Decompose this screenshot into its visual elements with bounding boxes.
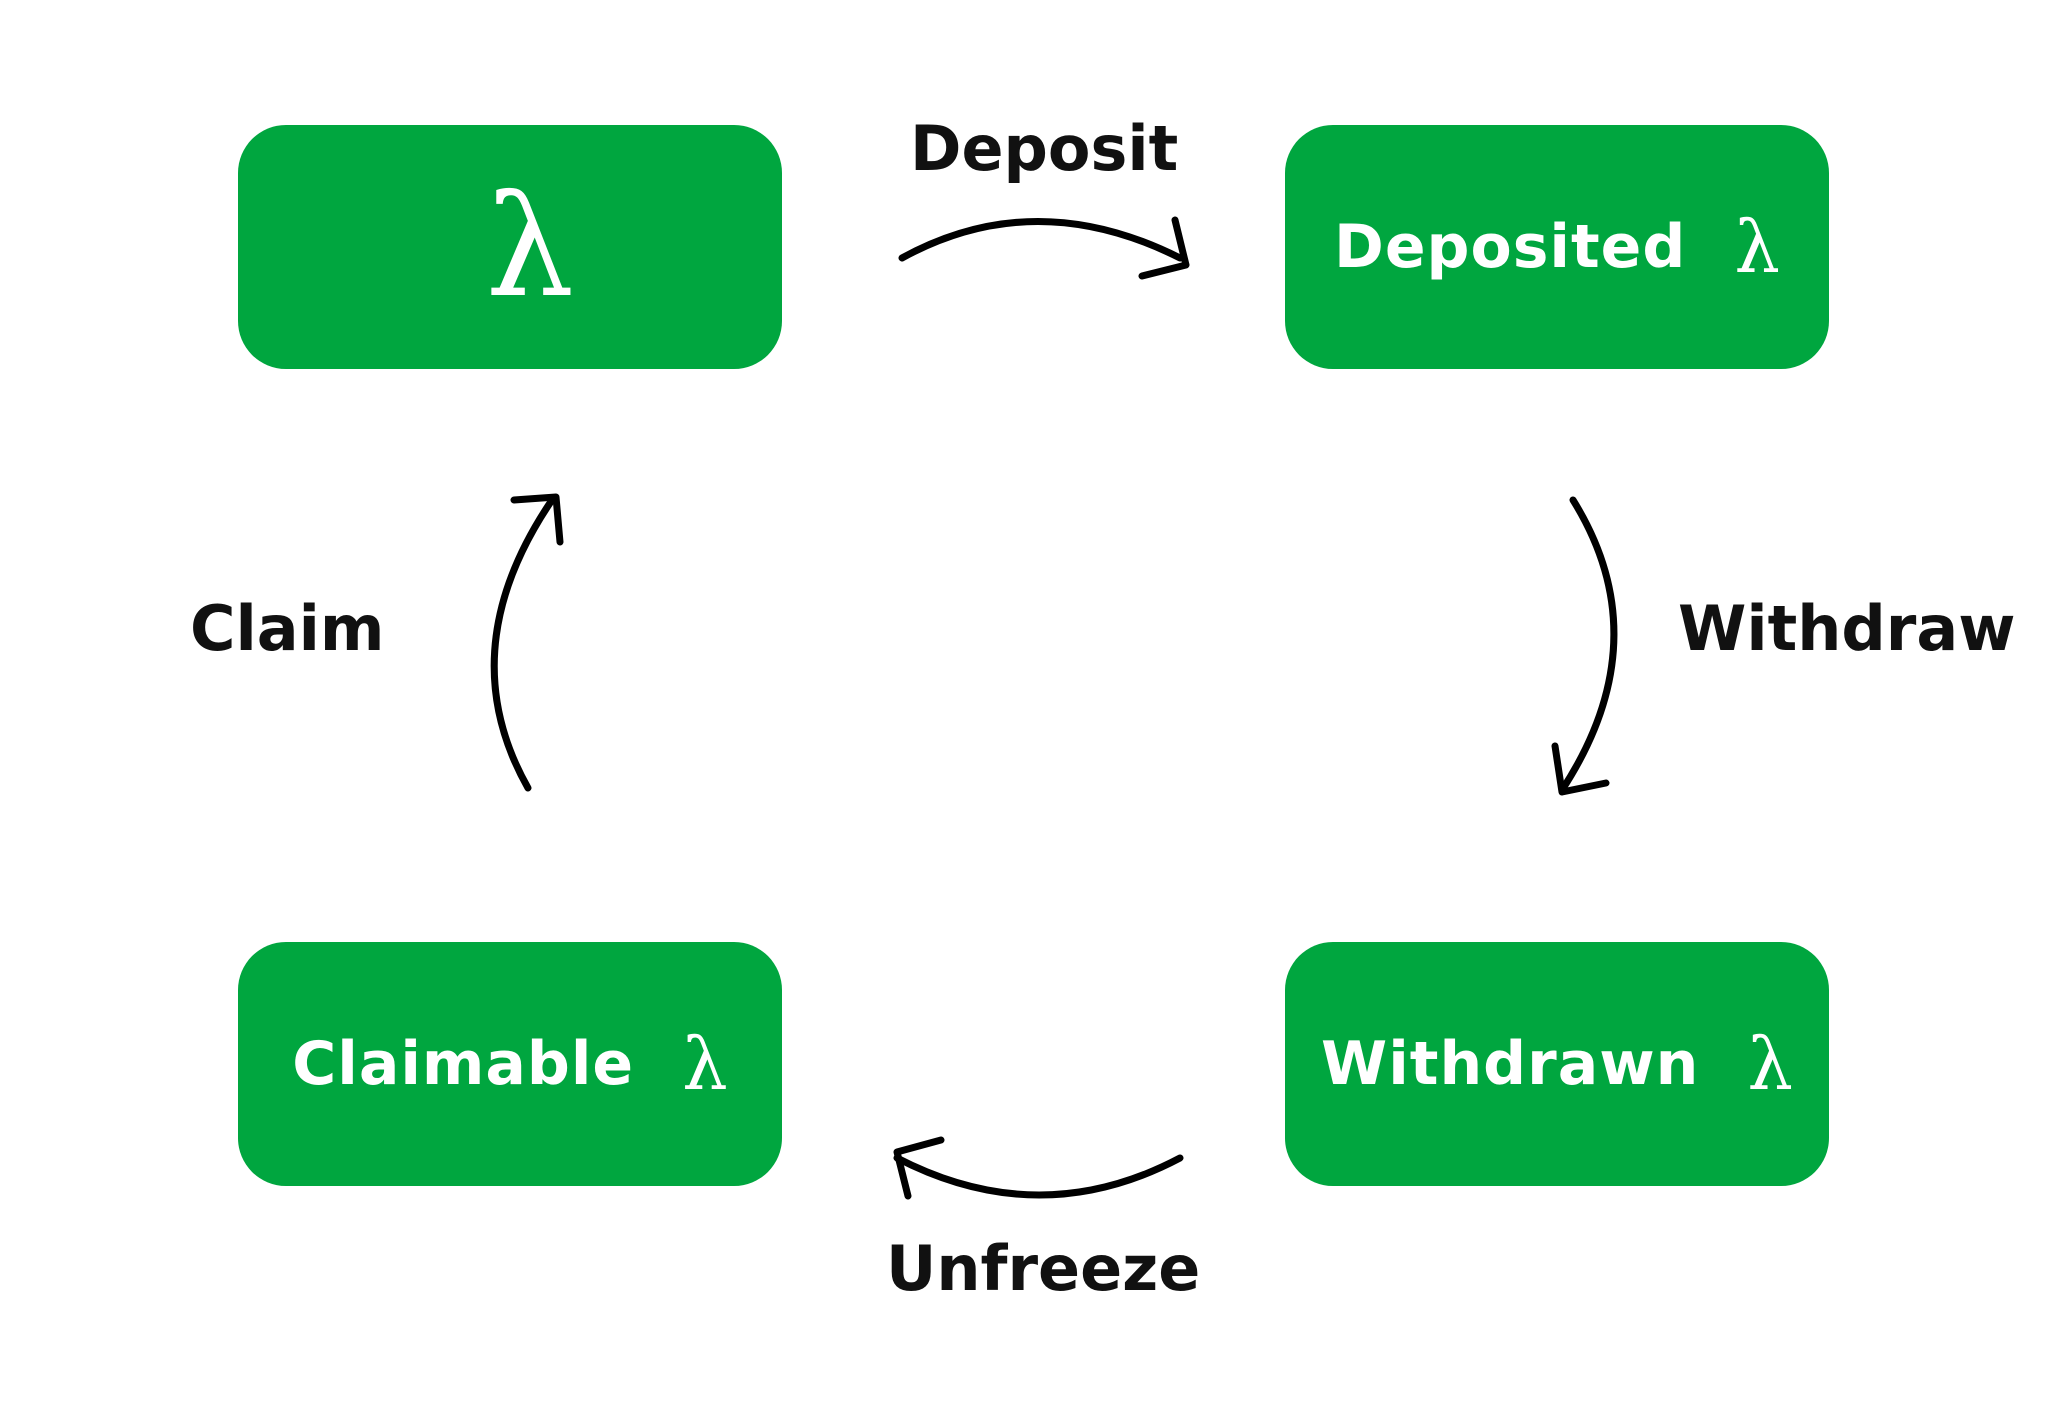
state-box-deposited: Deposited λ	[1285, 125, 1829, 369]
transition-label-deposit: Deposit	[910, 112, 1179, 185]
state-label-claimable: Claimable	[292, 1029, 635, 1099]
arrow-withdraw-curve	[1558, 496, 1618, 794]
arrow-unfreeze	[893, 1136, 1184, 1200]
arrow-deposit	[898, 216, 1190, 280]
lambda-icon: λ	[485, 165, 575, 329]
arrow-claim	[490, 493, 564, 792]
transition-label-unfreeze: Unfreeze	[886, 1232, 1201, 1305]
arrow-deposit-curve	[898, 218, 1184, 262]
transition-label-withdraw: Withdraw	[1678, 592, 2016, 665]
lambda-icon: λ	[682, 1022, 728, 1106]
arrow-claim-curve	[490, 496, 556, 792]
state-label-withdrawn: Withdrawn	[1321, 1029, 1700, 1099]
state-box-start: λ	[238, 125, 782, 369]
arrow-withdraw-head	[1551, 742, 1610, 796]
lambda-icon: λ	[1734, 205, 1780, 289]
state-label-deposited: Deposited	[1334, 212, 1687, 282]
transition-label-claim: Claim	[190, 592, 385, 665]
state-box-claimable: Claimable λ	[238, 942, 782, 1186]
arrow-deposit-head	[1138, 216, 1190, 280]
state-box-withdrawn: Withdrawn λ	[1285, 942, 1829, 1186]
lambda-icon: λ	[1747, 1022, 1793, 1106]
arrow-unfreeze-head	[893, 1136, 945, 1200]
arrow-claim-head	[510, 493, 564, 546]
arrow-unfreeze-curve	[893, 1154, 1184, 1199]
arrow-withdraw	[1551, 496, 1618, 796]
